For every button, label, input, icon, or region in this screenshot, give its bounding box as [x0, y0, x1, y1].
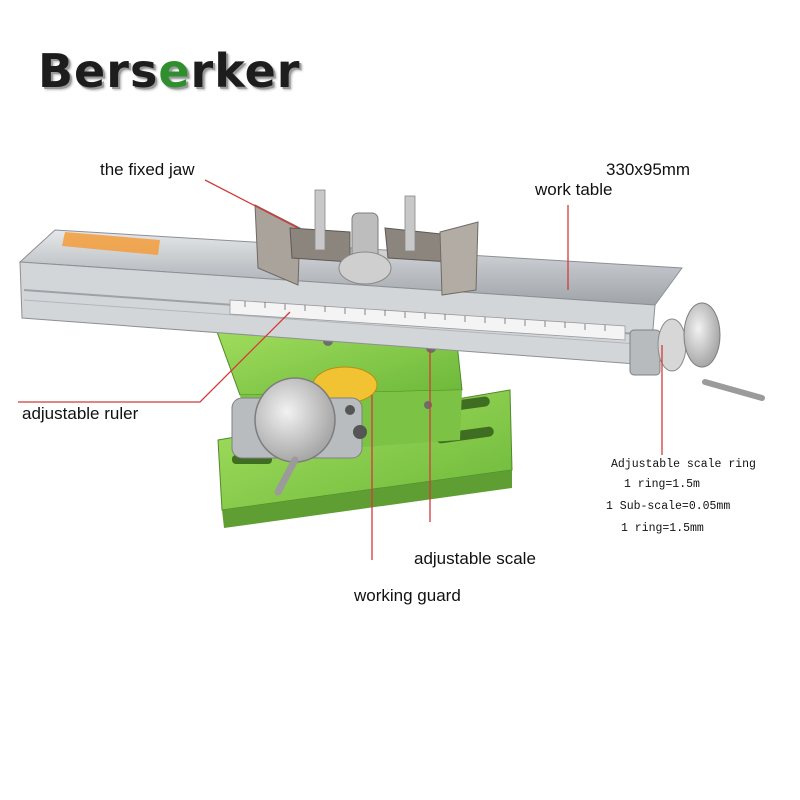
- callout-lines: [18, 179, 663, 560]
- label-work-table: work table: [535, 180, 613, 199]
- label-adjustable-scale: adjustable scale: [414, 549, 536, 568]
- brand-suffix: rker: [190, 44, 301, 98]
- label-working-guard: working guard: [354, 586, 461, 605]
- callout-adjustable-ruler: [18, 311, 291, 403]
- screw-rod: [314, 189, 326, 251]
- brand-prefix: Bers: [38, 44, 159, 98]
- callout-fixed-jaw: [204, 179, 299, 229]
- table-label-sticker: [62, 232, 160, 255]
- front-handwheel: [231, 377, 367, 496]
- scale-ring-line2: 1 Sub-scale=0.05mm: [606, 500, 731, 513]
- brand-logo: Berserker: [38, 44, 300, 98]
- scale-ring-line3: 1 ring=1.5mm: [621, 522, 704, 535]
- vise-jaws: [254, 189, 479, 296]
- scale-ring-title: Adjustable scale ring: [611, 458, 756, 471]
- brand-e-letter: e: [158, 44, 191, 98]
- scale-ring-line1: 1 ring=1.5m: [624, 478, 700, 491]
- label-fixed-jaw: the fixed jaw: [100, 160, 195, 179]
- screw-rod: [404, 195, 416, 252]
- label-dimensions: 330x95mm: [606, 160, 691, 179]
- right-handwheel: [629, 302, 765, 401]
- screw-head: [424, 401, 432, 409]
- adjustable-ruler-strip: [229, 299, 626, 341]
- label-adjustable-ruler: adjustable ruler: [22, 404, 139, 423]
